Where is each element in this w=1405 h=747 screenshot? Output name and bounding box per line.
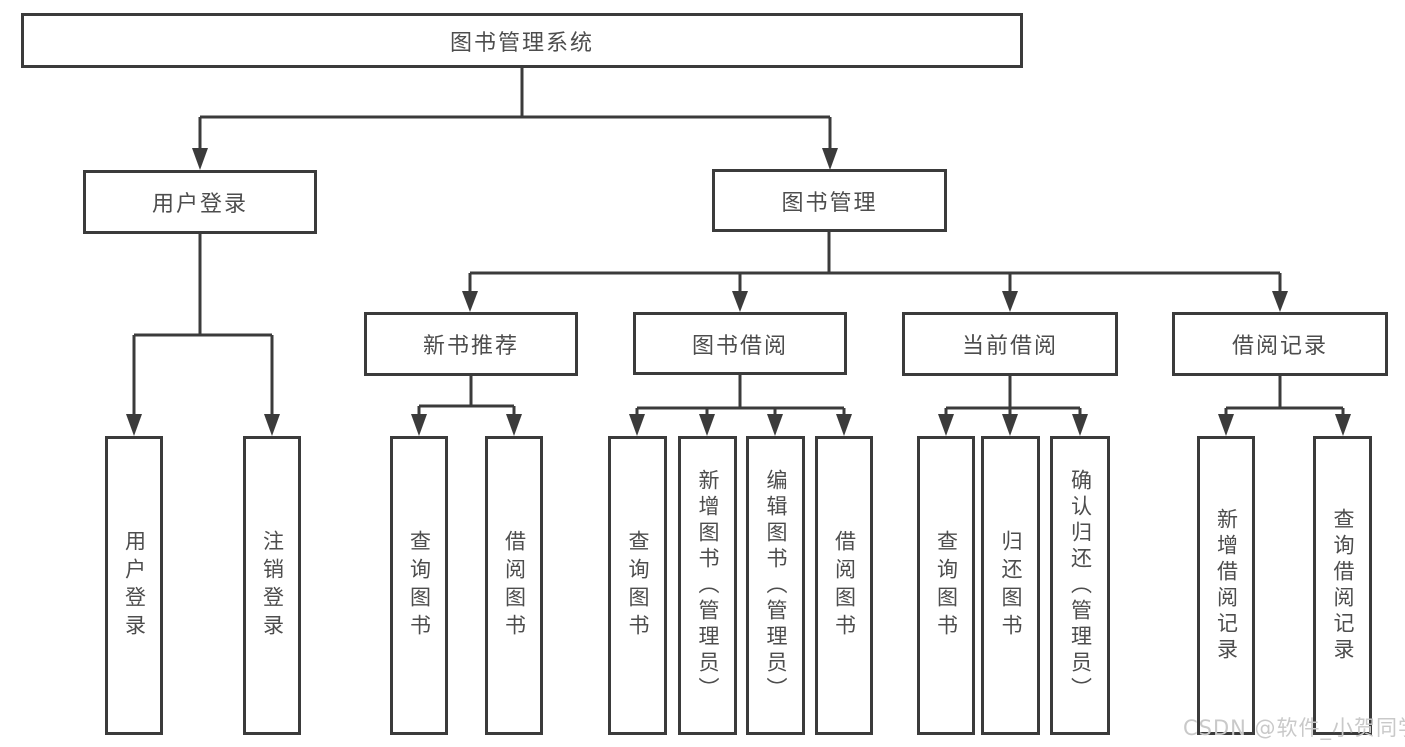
node-book-borrow: 图书借阅 <box>633 312 847 375</box>
node-new-book-recommend: 新书推荐 <box>364 312 578 376</box>
leaf-edit-book-admin: 编辑图书（管理员） <box>746 436 805 735</box>
node-borrow-records: 借阅记录 <box>1172 312 1388 376</box>
leaf-borrow-book-recommend: 借阅图书 <box>485 436 543 735</box>
node-current-borrow: 当前借阅 <box>902 312 1118 376</box>
csdn-watermark: CSDN @软件_小贺同学 <box>1183 716 1405 740</box>
leaf-query-book-borrow: 查询图书 <box>608 436 667 735</box>
leaf-confirm-return-admin: 确认归还（管理员） <box>1050 436 1110 735</box>
leaf-user-login: 用户登录 <box>105 436 163 735</box>
leaf-logout: 注销登录 <box>243 436 301 735</box>
node-user-login: 用户登录 <box>83 170 317 234</box>
leaf-query-borrow-record: 查询借阅记录 <box>1313 436 1372 735</box>
leaf-borrow-book: 借阅图书 <box>815 436 873 735</box>
leaf-add-borrow-record: 新增借阅记录 <box>1197 436 1255 735</box>
leaf-return-book: 归还图书 <box>981 436 1040 735</box>
node-book-management: 图书管理 <box>712 169 947 232</box>
leaf-query-book-recommend: 查询图书 <box>390 436 448 735</box>
leaf-add-book-admin: 新增图书（管理员） <box>678 436 737 735</box>
node-root: 图书管理系统 <box>21 13 1023 68</box>
leaf-query-book-current: 查询图书 <box>917 436 975 735</box>
